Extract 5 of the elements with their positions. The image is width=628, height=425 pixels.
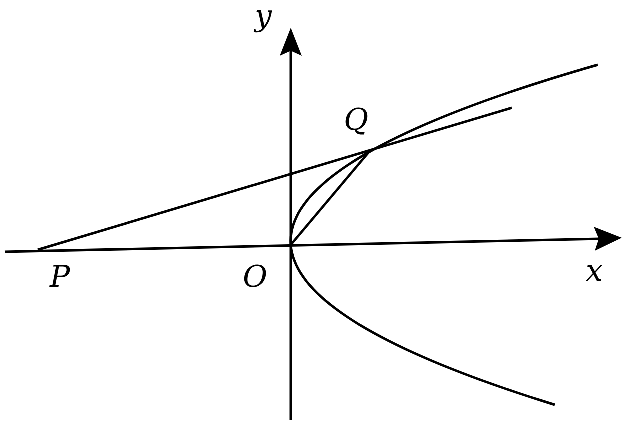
axis-label: y: [255, 2, 272, 32]
point-label: Q: [344, 106, 369, 136]
axis-label: x: [586, 257, 603, 287]
point-label: O: [243, 263, 268, 293]
point-label: P: [50, 263, 70, 293]
